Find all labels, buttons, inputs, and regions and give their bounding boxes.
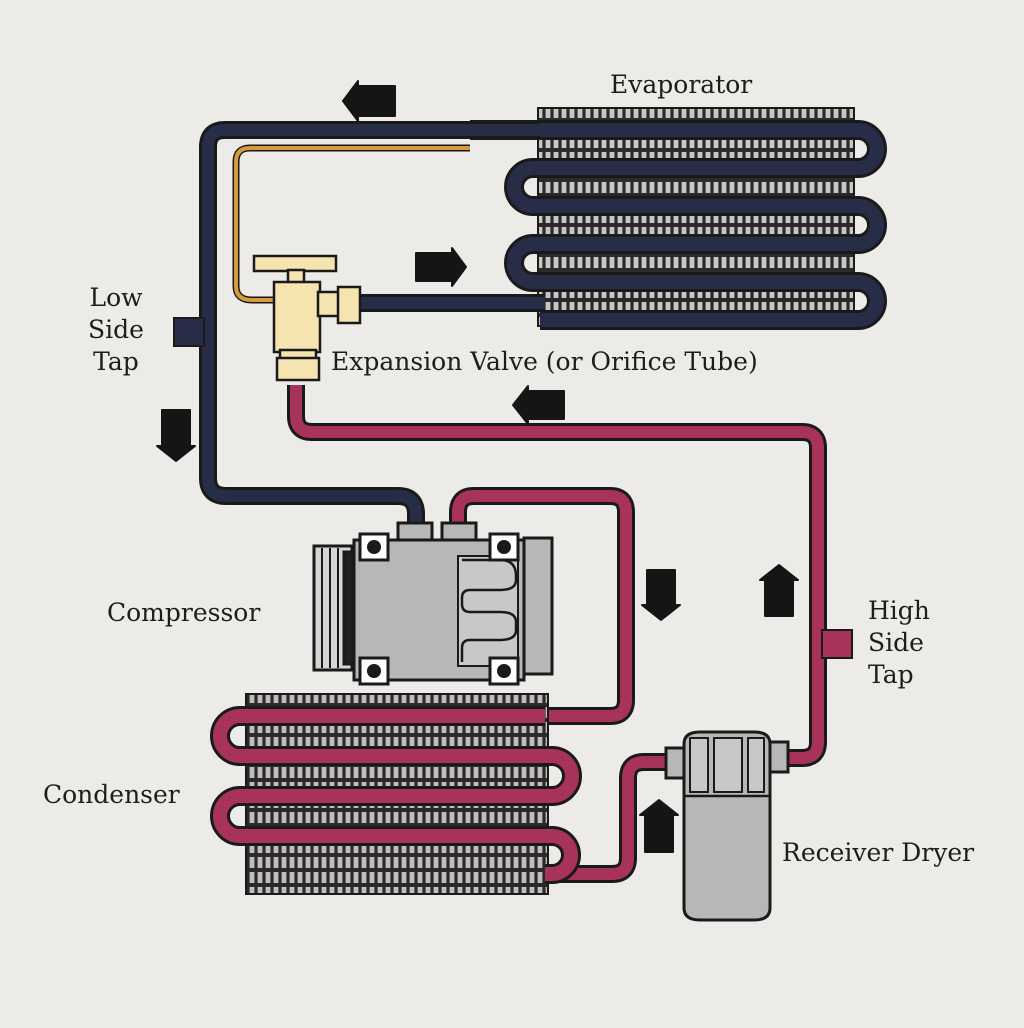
- suction-line: [202, 124, 540, 526]
- compressor-label: Compressor: [107, 598, 261, 627]
- liquid-line: [290, 385, 824, 764]
- high-side-tap-line-3: Tap: [868, 660, 914, 689]
- low-side-lines: [173, 121, 545, 526]
- low-side-tap-port: [173, 317, 205, 347]
- high-side-lines: [287, 385, 853, 883]
- arrow-high-side-up: [759, 564, 799, 617]
- expansion-valve: [252, 254, 362, 382]
- condenser: [210, 693, 582, 895]
- low-side-tap-line-1: Low: [89, 283, 143, 312]
- arrow-receiver-in-up: [639, 799, 679, 853]
- condenser-outlet-line: [545, 756, 668, 880]
- evaporator-coil: [470, 123, 884, 327]
- expansion-valve-label: Expansion Valve (or Orifice Tube): [331, 347, 758, 376]
- condenser-coil: [213, 709, 579, 881]
- sensing-bulb-line: [234, 146, 470, 302]
- arrow-compressor-out-down: [641, 569, 681, 621]
- low-side-tap-line-3: Tap: [93, 347, 139, 376]
- condenser-label: Condenser: [43, 780, 180, 809]
- receiver-dryer-label: Receiver Dryer: [782, 838, 975, 867]
- evaporator-label: Evaporator: [610, 70, 753, 99]
- discharge-line: [452, 490, 632, 722]
- low-side-tap-line-2: Side: [88, 315, 144, 344]
- high-side-tap-line-1: High: [868, 596, 930, 625]
- bolt-bottom-left: [358, 656, 390, 686]
- receiver-dryer: [664, 730, 790, 922]
- high-side-tap-port: [821, 629, 853, 659]
- arrow-top-left: [342, 80, 396, 122]
- compressor: [312, 521, 554, 686]
- arrow-high-return: [512, 385, 565, 425]
- bolt-bottom-right: [488, 656, 520, 686]
- high-side-tap-label: High Side Tap: [868, 595, 930, 691]
- low-side-tap-label: Low Side Tap: [80, 282, 152, 378]
- high-side-tap-line-2: Side: [868, 628, 924, 657]
- arrow-low-side-down: [156, 409, 196, 462]
- arrow-to-evaporator: [415, 247, 467, 287]
- evaporator: [470, 107, 887, 330]
- bolt-top-left: [358, 532, 390, 562]
- evaporator-fins: [537, 107, 855, 327]
